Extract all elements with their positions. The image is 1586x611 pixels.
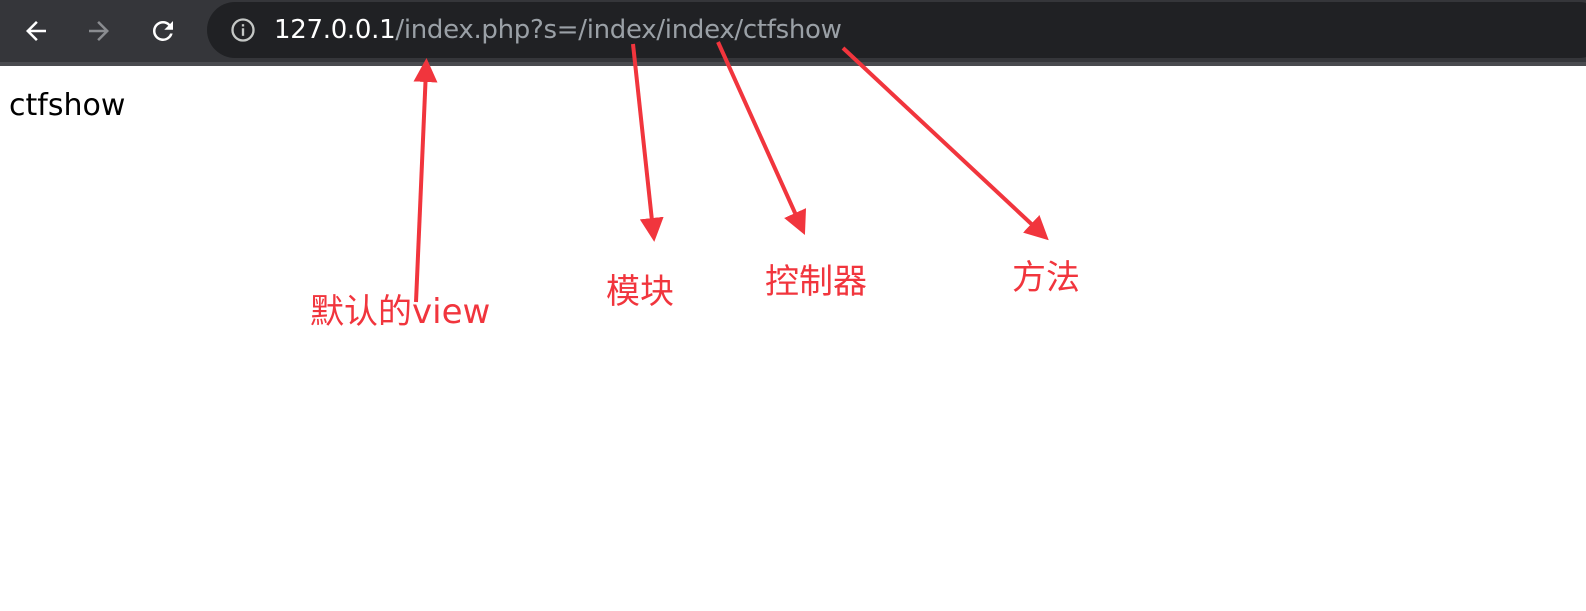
browser-toolbar: 127.0.0.1/index.php?s=/index/index/ctfsh…	[0, 0, 1586, 66]
url-path: /index.php?s=/index/index/ctfshow	[395, 15, 842, 45]
annotation-label-controller: 控制器	[765, 262, 867, 302]
url-text[interactable]: 127.0.0.1/index.php?s=/index/index/ctfsh…	[274, 12, 842, 48]
address-bar[interactable]: 127.0.0.1/index.php?s=/index/index/ctfsh…	[207, 2, 1586, 58]
url-host: 127.0.0.1	[274, 15, 396, 45]
back-button[interactable]	[14, 9, 58, 53]
arrow-controller	[716, 41, 807, 235]
forward-button[interactable]	[77, 9, 121, 53]
arrow-method	[841, 46, 1049, 241]
arrow-right-icon	[89, 21, 109, 41]
arrow-left-icon	[26, 21, 46, 41]
page-body-text: ctfshow	[9, 88, 126, 123]
info-icon[interactable]	[229, 16, 257, 44]
annotation-label-method: 方法	[1012, 258, 1080, 298]
arrow-module	[631, 43, 664, 242]
annotation-label-module: 模块	[606, 272, 674, 312]
arrow-view	[413, 58, 438, 303]
annotation-label-view: 默认的view	[310, 292, 491, 332]
